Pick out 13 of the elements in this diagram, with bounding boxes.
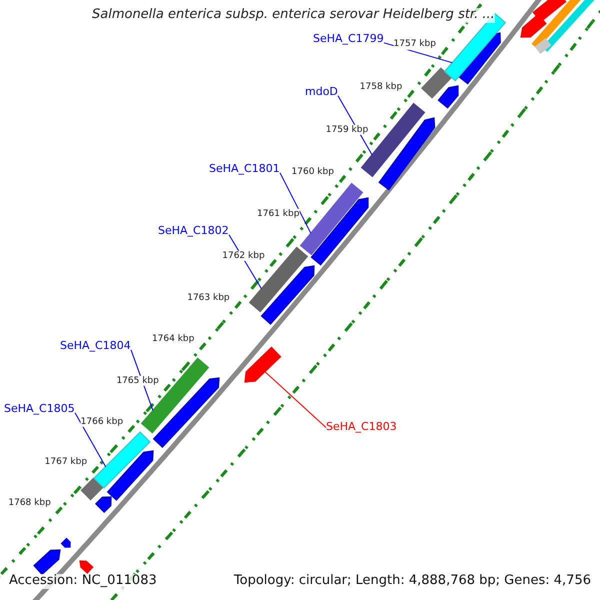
tick-label: 1760 kbp [292, 166, 334, 178]
tick-label: 1765 kbp [116, 375, 159, 386]
tick-label: 1764 kbp [152, 334, 194, 344]
map-title: Salmonella enterica subsp. enterica serovar Heidelberg str. ... [92, 8, 495, 23]
tick-label: 1758 kbp [360, 82, 402, 92]
tick-label: 1757 kbp [394, 39, 436, 50]
tick-label: 1759 kbp [326, 124, 368, 135]
topology-text: Topology: circular; Length: 4,888,768 bp; Genes: 4,756 [234, 574, 591, 589]
tick-label: 1767 kbp [44, 457, 88, 468]
accession-text: Accession: NC_011083 [9, 574, 157, 589]
tick-label: 1761 kbp [257, 208, 300, 220]
tick-label: 1762 kbp [222, 250, 265, 262]
tick-label: 1768 kbp [8, 498, 51, 508]
